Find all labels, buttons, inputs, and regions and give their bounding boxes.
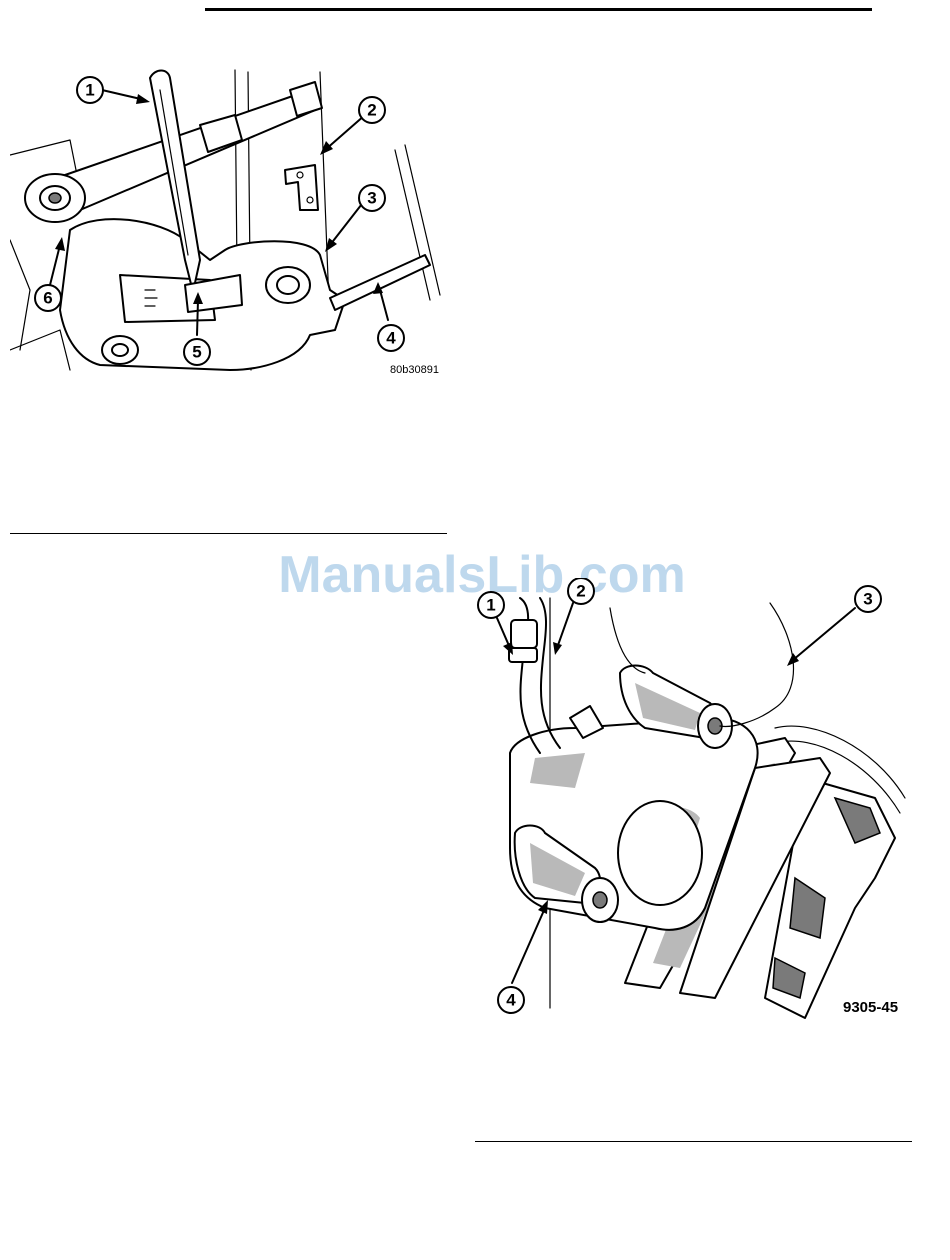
figure-2-code: 9305-45 [843,999,898,1016]
callout-3: 3 [359,185,385,211]
svg-text:3: 3 [863,590,872,609]
right-column-rule [475,1141,912,1142]
svg-text:2: 2 [576,582,585,601]
callout-1: 1 [478,592,504,618]
svg-text:6: 6 [43,289,52,308]
svg-text:3: 3 [367,189,376,208]
callout-4: 4 [498,987,524,1013]
header-rule [205,8,872,11]
svg-text:1: 1 [85,81,94,100]
left-column-rule [10,533,447,534]
callout-6: 6 [35,285,61,311]
callout-4: 4 [378,325,404,351]
svg-text:5: 5 [192,343,201,362]
figure-2-brake-caliper-illustration: 1 2 3 4 9305-45 [475,578,915,1028]
svg-text:4: 4 [506,991,516,1010]
figure-1-code: 80b30891 [390,364,439,376]
svg-text:2: 2 [367,101,376,120]
callout-1: 1 [77,77,103,103]
figure-1-tie-rod-illustration: 1 2 3 4 5 6 80b30891 [10,60,450,390]
callout-2: 2 [359,97,385,123]
callout-5: 5 [184,339,210,365]
callout-3: 3 [855,586,881,612]
svg-text:4: 4 [386,329,396,348]
svg-text:1: 1 [486,596,495,615]
callout-2: 2 [568,578,594,604]
